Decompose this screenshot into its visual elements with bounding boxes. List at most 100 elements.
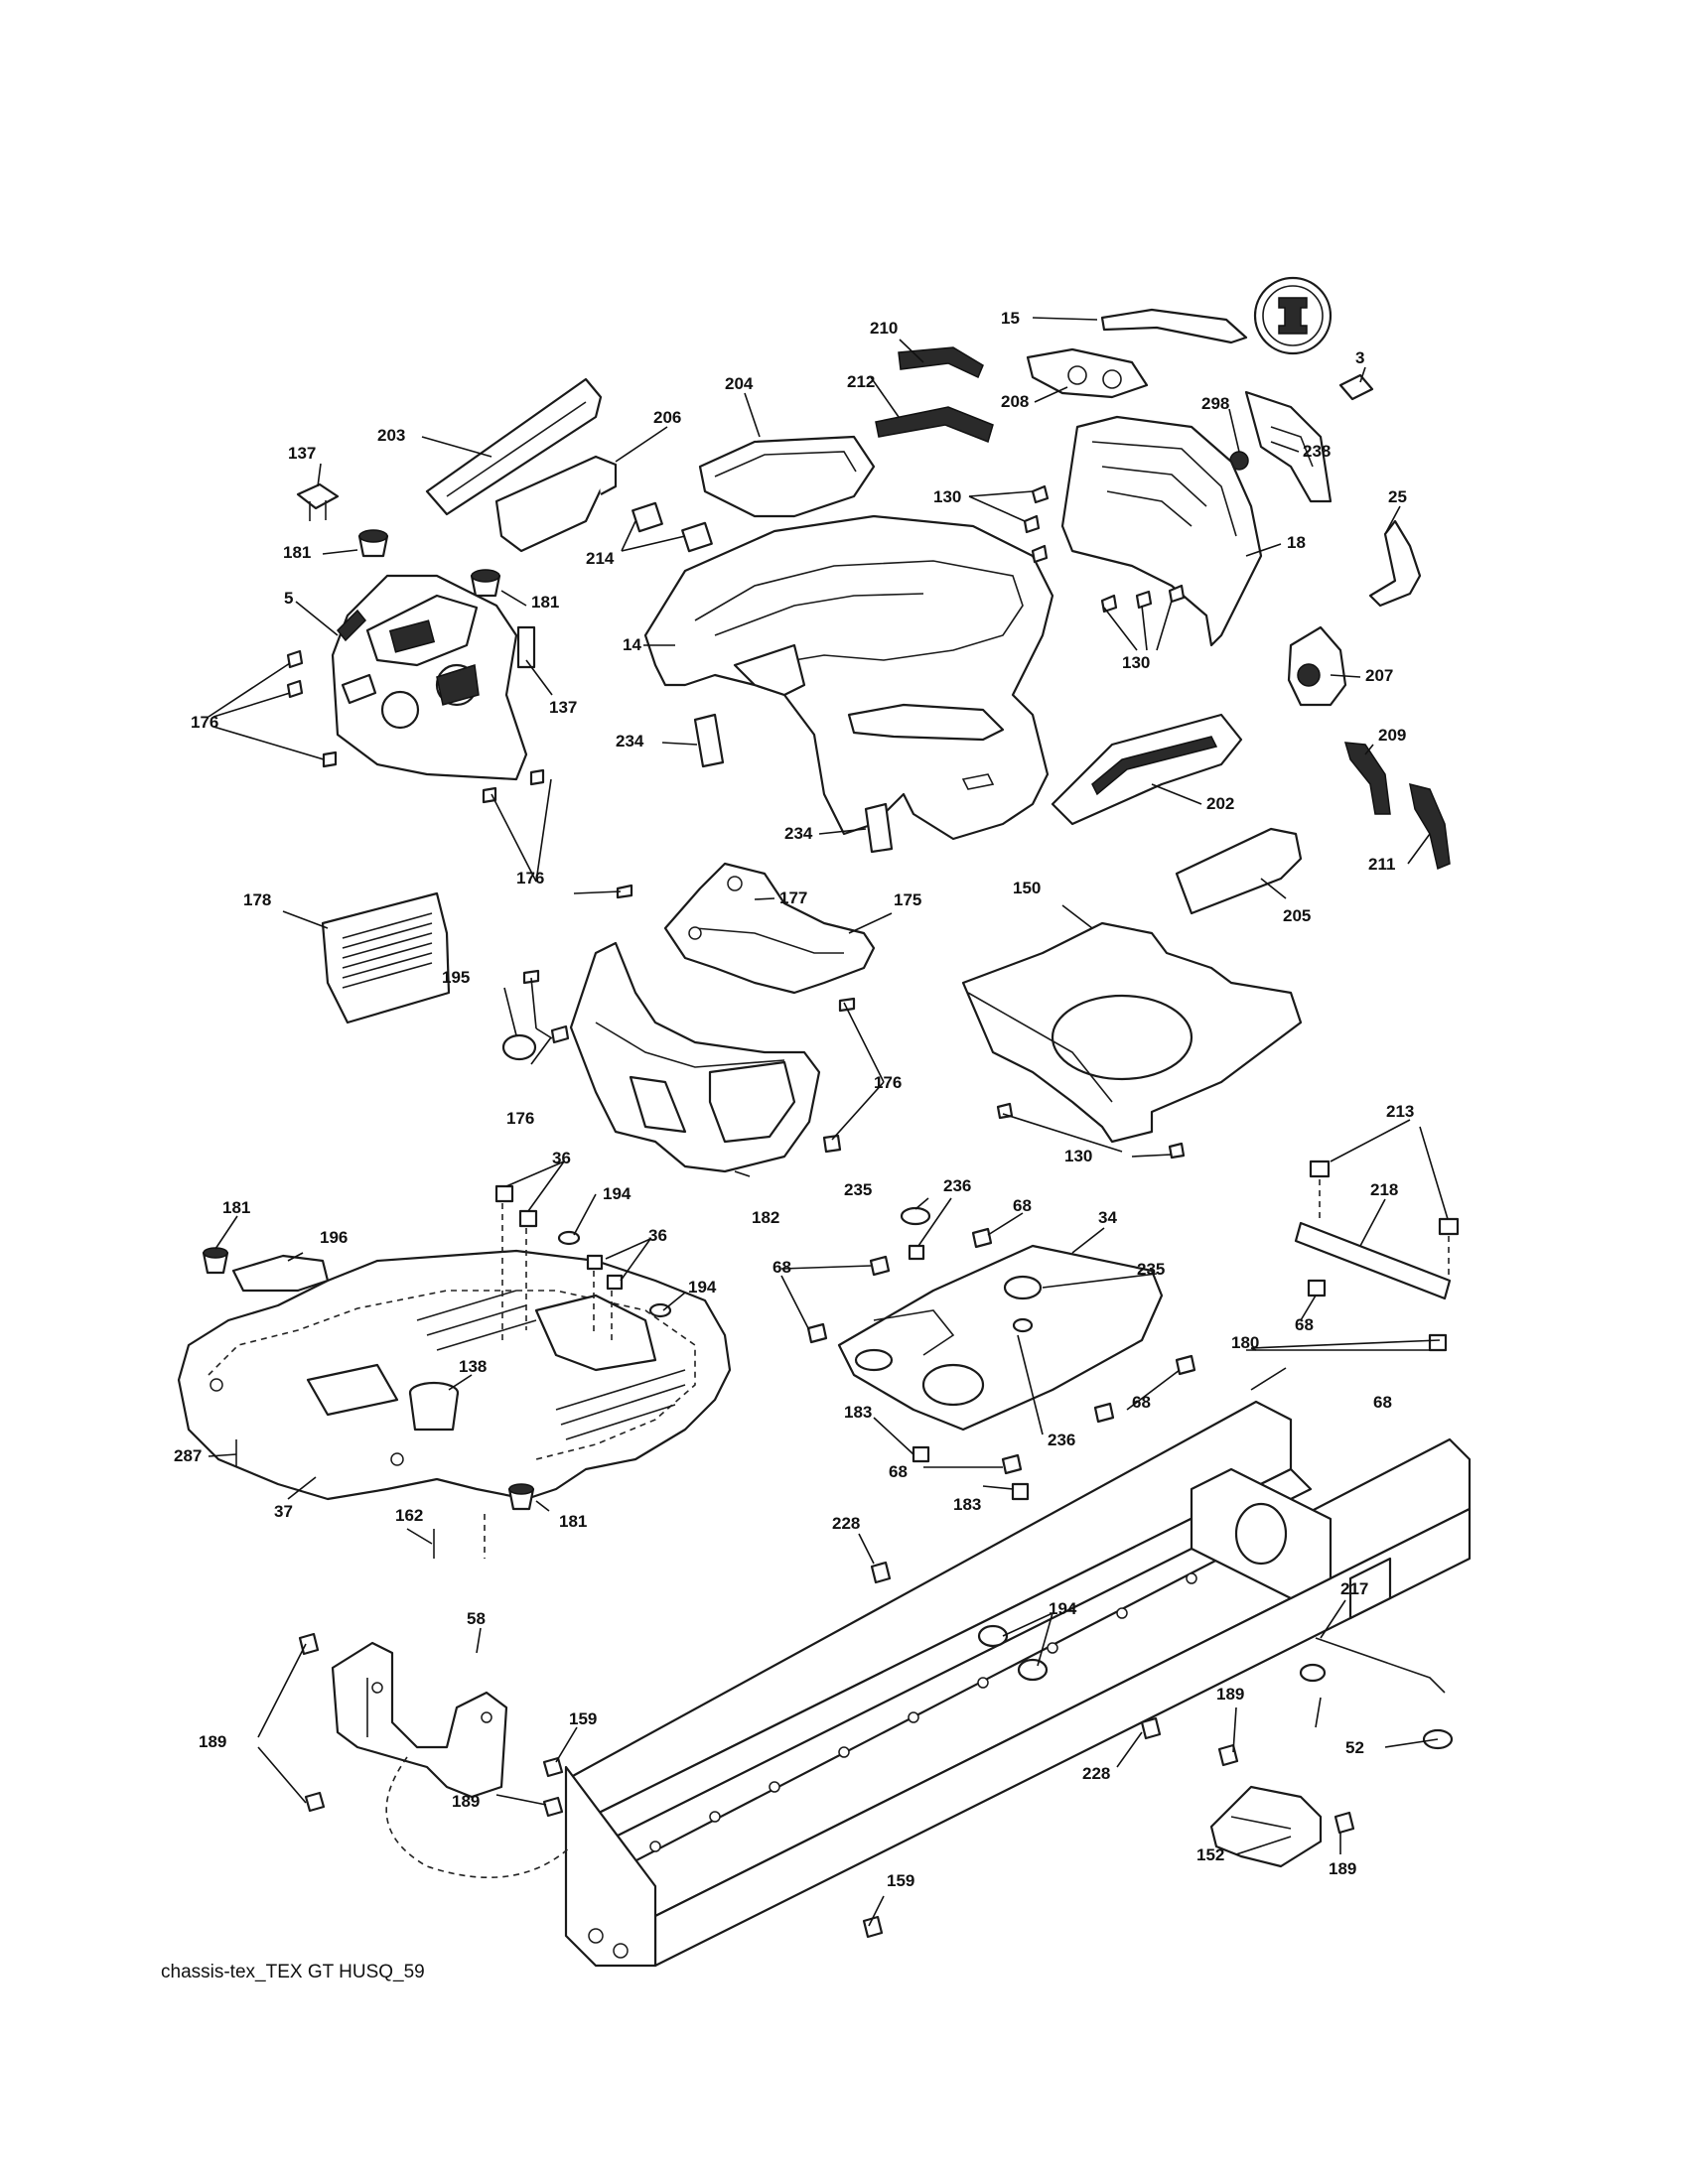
callout: 137: [288, 444, 316, 463]
callout: 182: [752, 1208, 779, 1227]
callout: 37: [274, 1502, 293, 1521]
callout: 178: [243, 890, 271, 909]
part-202-front-bumper-grille: [1051, 713, 1243, 826]
callout: 162: [395, 1506, 423, 1525]
part-15-trim-strip: [1100, 308, 1248, 344]
callout: 180: [1231, 1333, 1259, 1352]
callout: 204: [725, 374, 754, 393]
fender-dashes: [484, 1203, 613, 1559]
part-137-clip-b: [516, 625, 536, 669]
callout: 34: [1098, 1208, 1117, 1227]
part-214-clips: [632, 501, 713, 553]
callout: 159: [569, 1709, 597, 1728]
callout: 189: [1216, 1685, 1244, 1704]
part-209-trim-strip: [1343, 742, 1391, 815]
callout: 130: [933, 487, 961, 506]
callout: 3: [1355, 348, 1364, 367]
callout: 68: [1295, 1315, 1314, 1334]
part-218-bracket: [1294, 1160, 1460, 1352]
callout: 159: [887, 1871, 914, 1890]
part-204-hood-panel: [698, 435, 876, 518]
callout: 25: [1388, 487, 1407, 506]
part-18-front-grille: [1060, 415, 1263, 647]
callout: 68: [889, 1462, 908, 1481]
part-208-headlight-housing: [1026, 347, 1149, 399]
callout: 183: [844, 1403, 872, 1422]
callout: 203: [377, 426, 405, 445]
callout: 36: [552, 1149, 571, 1167]
callout: 208: [1001, 392, 1029, 411]
callout: 194: [603, 1184, 632, 1203]
callout: 211: [1368, 855, 1395, 874]
part-212-trim-strip: [875, 406, 994, 443]
callout: 130: [1064, 1147, 1092, 1165]
fasteners-189-159-228-194: [298, 1561, 1355, 1939]
callout: 236: [1048, 1431, 1075, 1449]
part-182-front-console: [569, 941, 821, 1173]
callout: 152: [1196, 1845, 1224, 1864]
callout: 209: [1378, 726, 1406, 745]
part-207-headlight: [1287, 625, 1347, 707]
part-211-trim-strip: [1409, 782, 1451, 871]
part-195-plug: [501, 1033, 537, 1061]
part-210-trim-strip: [898, 346, 984, 379]
callout: 195: [442, 968, 470, 987]
part-206-dash-bracket: [494, 455, 618, 553]
callout: 189: [452, 1792, 480, 1811]
callout: 196: [320, 1228, 348, 1247]
callout: 130: [1122, 653, 1150, 672]
callout: 181: [222, 1198, 250, 1217]
callout: 181: [531, 593, 559, 612]
callout-labels: 210 15 3 204 212 208 298 238 137 203 206…: [174, 309, 1414, 1890]
part-203-dash-trim: [425, 377, 603, 516]
part-196-foot-pad: [231, 1254, 330, 1293]
part-14-hood: [643, 514, 1054, 841]
fasteners-176: [286, 649, 856, 1154]
callout: 183: [953, 1495, 981, 1514]
callout: 189: [1329, 1859, 1356, 1878]
callout: 212: [847, 372, 875, 391]
callout: 234: [616, 732, 644, 751]
diagram-caption: chassis-tex_TEX GT HUSQ_59: [161, 1962, 425, 1982]
part-5-dashboard: [331, 574, 528, 781]
part-181-grommet-d: [507, 1483, 535, 1511]
callout: 177: [779, 888, 807, 907]
callout: 15: [1001, 309, 1020, 328]
part-175-steering-bracket: [663, 862, 876, 995]
callout: 238: [1303, 442, 1331, 461]
callout: 236: [943, 1176, 971, 1195]
part-178-vent-panel: [321, 891, 451, 1024]
part-58-seat-bracket: [331, 1641, 508, 1799]
callout: 234: [784, 824, 813, 843]
callout: 58: [467, 1609, 486, 1628]
callout: 176: [516, 869, 544, 887]
part-150-floor-pan: [961, 921, 1303, 1144]
part-152-bracket: [1209, 1785, 1323, 1868]
callout: 287: [174, 1446, 202, 1465]
leader-lines: [208, 317, 1449, 1927]
fasteners-68-235-236: [806, 1206, 1196, 1501]
callout: 176: [874, 1073, 902, 1092]
callout: 214: [586, 549, 615, 568]
callout: 68: [1132, 1393, 1151, 1412]
part-234-label-b: [864, 802, 894, 854]
callout: 235: [1137, 1260, 1165, 1279]
callout: 52: [1345, 1738, 1364, 1757]
callout: 205: [1283, 906, 1311, 925]
fasteners-130: [996, 484, 1186, 1160]
callout: 176: [506, 1109, 534, 1128]
callout: 235: [844, 1180, 872, 1199]
fasteners-36-194: [494, 1184, 672, 1318]
callout: 36: [648, 1226, 667, 1245]
callout: 217: [1340, 1579, 1368, 1598]
callout: 150: [1013, 879, 1041, 897]
callout: 5: [284, 589, 293, 608]
part-234-label: [693, 713, 725, 768]
callout: 68: [1013, 1196, 1032, 1215]
callout: 228: [1082, 1764, 1110, 1783]
callout: 210: [870, 319, 898, 338]
callout: 207: [1365, 666, 1393, 685]
seat-bracket-dash: [385, 1756, 572, 1879]
callout: 228: [832, 1514, 860, 1533]
